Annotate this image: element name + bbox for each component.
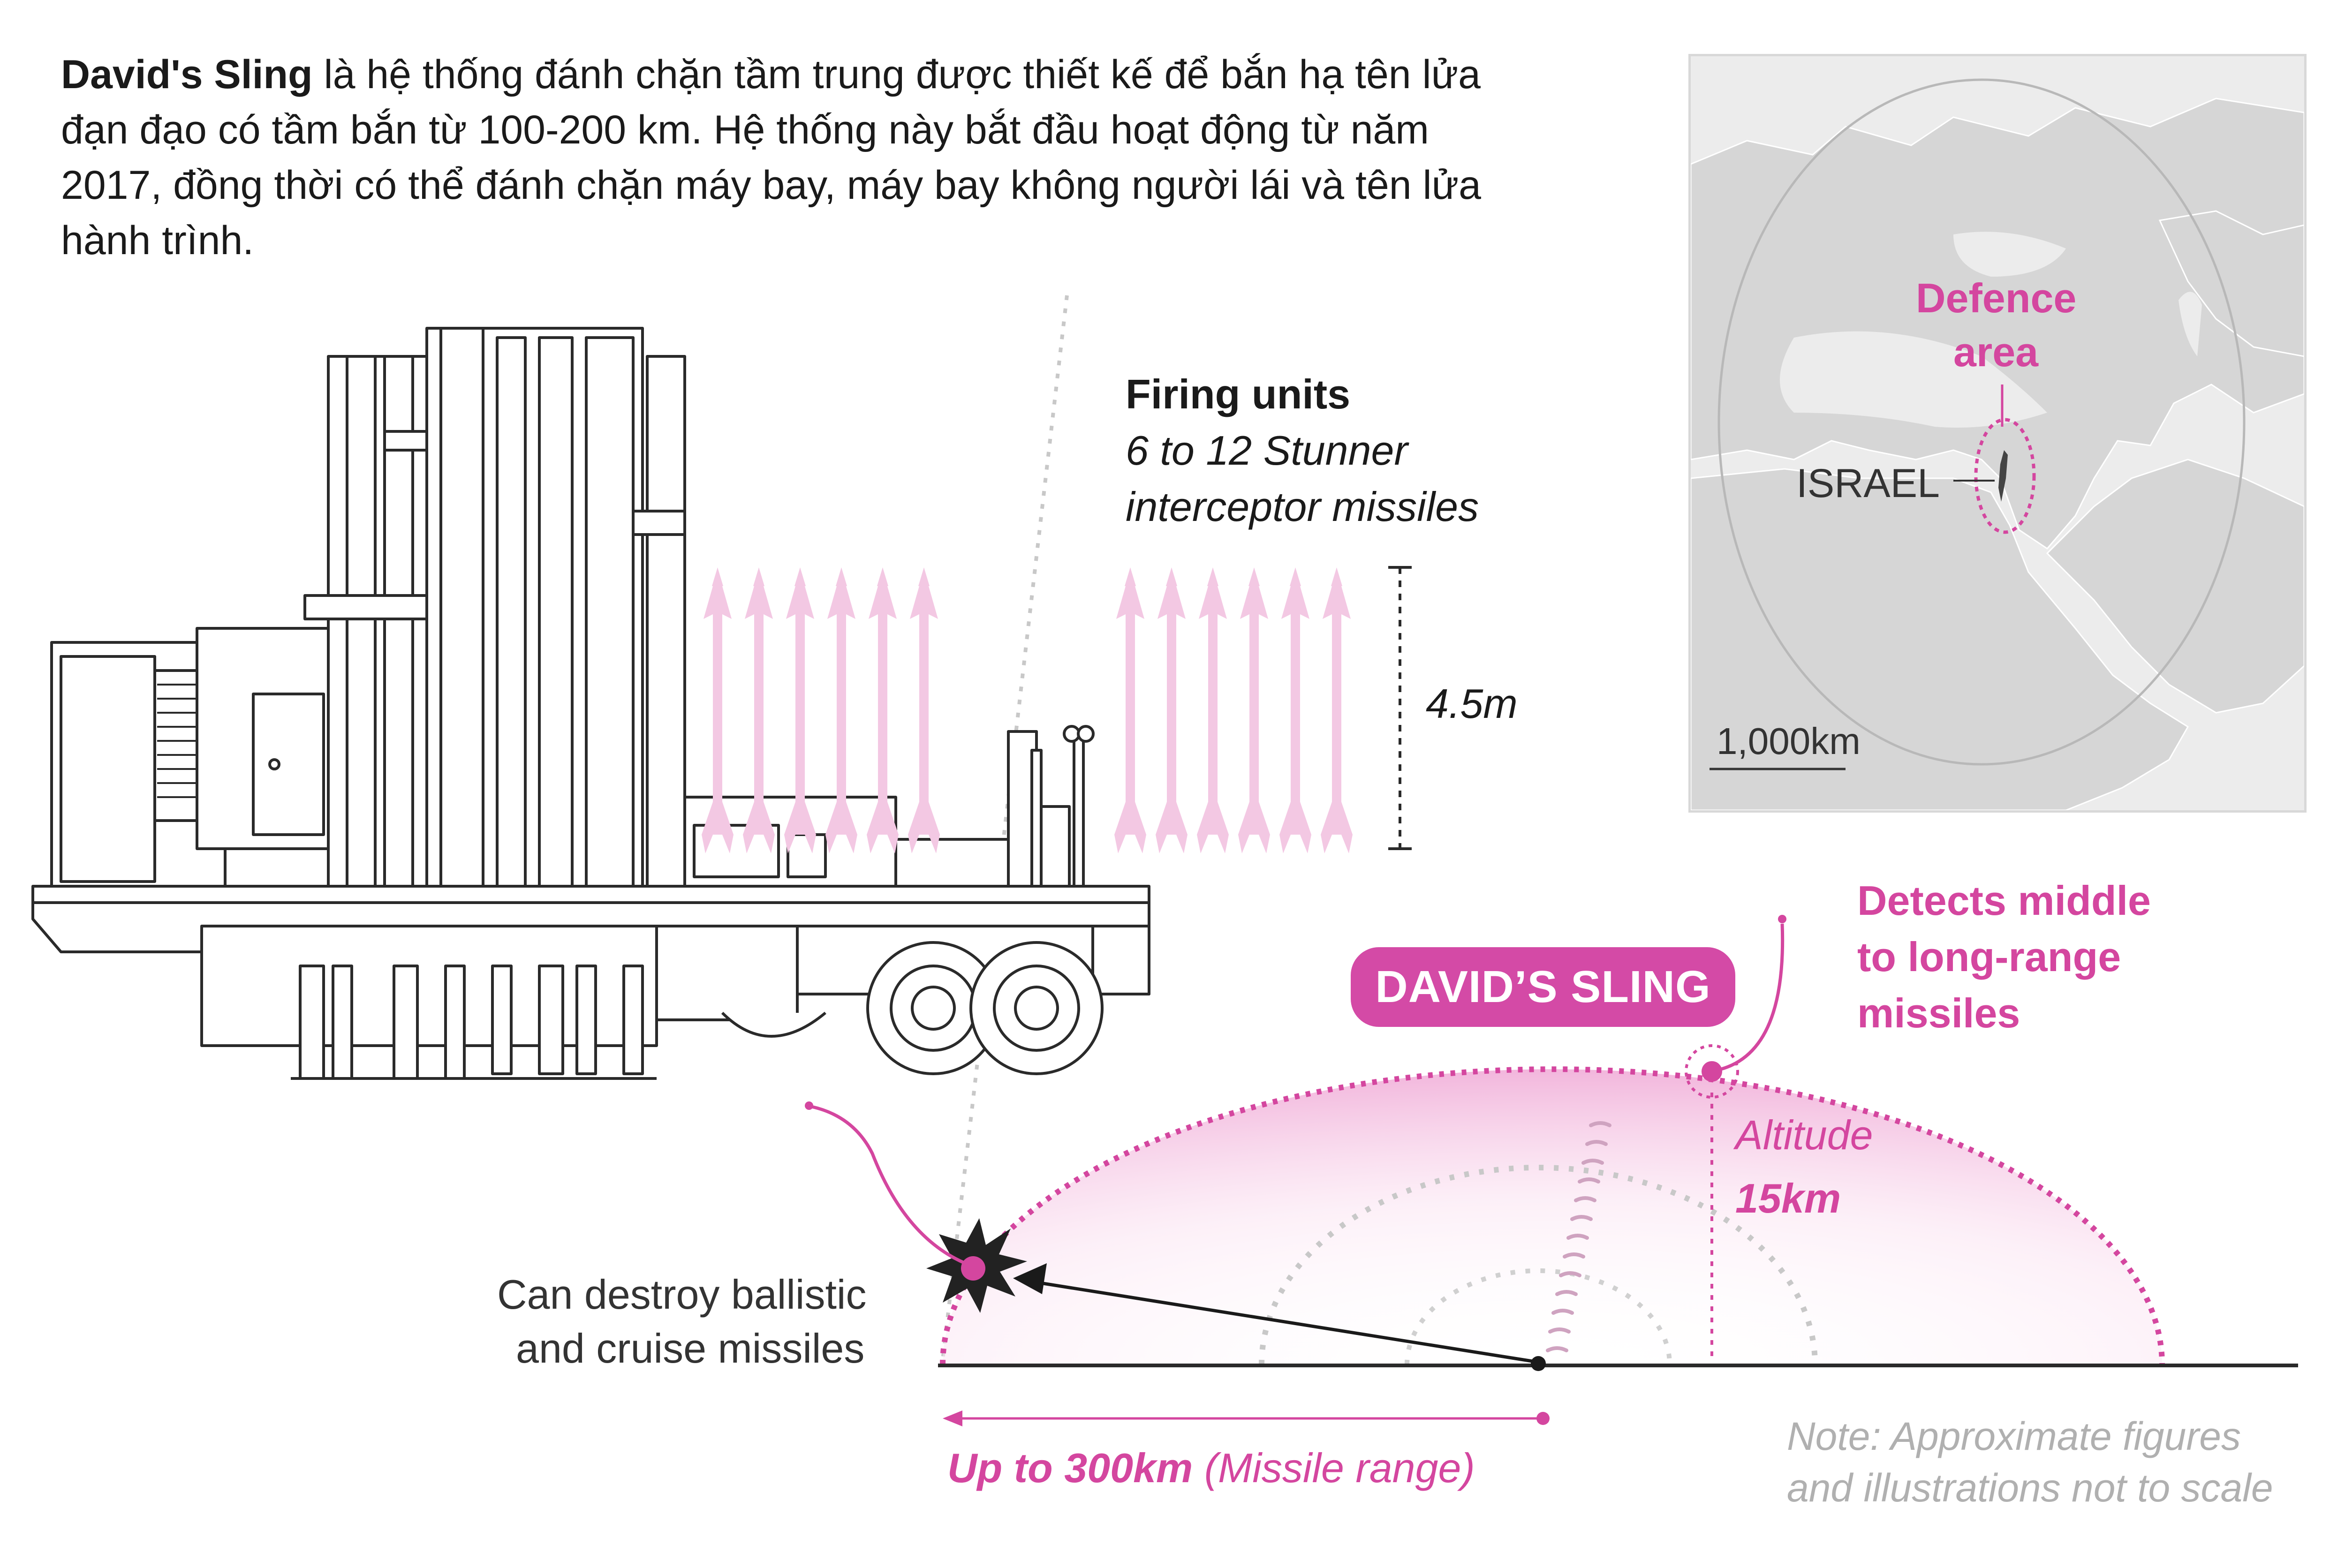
firing-line1: 6 to 12 Stunner [1126, 427, 1408, 474]
interceptor-missile [867, 567, 899, 853]
map-graphic [1691, 78, 2304, 810]
dome-outline [940, 1066, 2165, 1365]
note-line2: and illustrations not to scale [1787, 1466, 2273, 1510]
country-label: ISRAEL [1796, 461, 1940, 506]
interceptor-missile [784, 567, 816, 853]
trajectory-line [1022, 1278, 1539, 1364]
intro-paragraph: David's Sling là hệ thống đánh chặn tầm … [61, 47, 1538, 268]
detect-dot [1702, 1061, 1722, 1082]
interceptor-missile [1238, 567, 1270, 853]
detects-line3: missiles [1857, 990, 2020, 1036]
altitude-value: 15km [1735, 1175, 1841, 1221]
intro-text: là hệ thống đánh chặn tầm trung được thi… [61, 52, 1481, 263]
missile-height: 4.5m [1426, 680, 1518, 727]
defence-area-ring [1974, 418, 2036, 534]
defence-dome [943, 1069, 2162, 1364]
scale-label: 1,000km [1717, 720, 1861, 762]
range-label: Up to 300km (Missile range) [947, 1444, 1475, 1492]
interceptor-missile [743, 567, 775, 853]
intro-system-name: David's Sling [61, 52, 313, 97]
interceptor-missile [1197, 567, 1229, 853]
note-line1: Note: Approximate figures [1787, 1414, 2241, 1458]
region-map: Defence area ISRAEL 1,000km [1688, 54, 2307, 813]
range-value: Up to 300km [947, 1445, 1193, 1491]
interceptor-missile [1321, 567, 1353, 853]
radar-beam [1546, 1121, 1611, 1352]
firing-title: Firing units [1126, 371, 1351, 417]
altitude-label: Altitude [1735, 1112, 1873, 1158]
height-bracket [1388, 566, 1412, 850]
interceptor-missile [1279, 567, 1311, 853]
launch-point [1531, 1356, 1546, 1371]
firing-line2: interceptor missiles [1126, 483, 1479, 530]
interceptor-missile [1156, 567, 1188, 853]
detects-line2: to long-range [1857, 934, 2121, 980]
detect-leader [1721, 923, 1785, 1071]
destroy-line1: Can destroy ballistic [497, 1271, 867, 1318]
interceptor-missile [1114, 567, 1146, 853]
defence-label-2: area [1953, 329, 2039, 375]
detect-ring [1685, 1044, 1739, 1099]
range-note: (Missile range) [1193, 1445, 1475, 1491]
interceptor-missile [702, 567, 734, 853]
interceptor-missile [825, 567, 857, 853]
destroy-line2: and cruise missiles [516, 1325, 865, 1372]
defence-label-1: Defence [1916, 275, 2077, 321]
israel-shape [1998, 450, 2008, 502]
destroy-leader [811, 1105, 967, 1266]
guide-line [941, 295, 1069, 1360]
detects-line1: Detects middle [1857, 877, 2151, 924]
interceptor-missile [908, 567, 940, 853]
system-badge: DAVID’S SLING [1351, 947, 1735, 1027]
launcher-truck [31, 327, 1150, 1080]
